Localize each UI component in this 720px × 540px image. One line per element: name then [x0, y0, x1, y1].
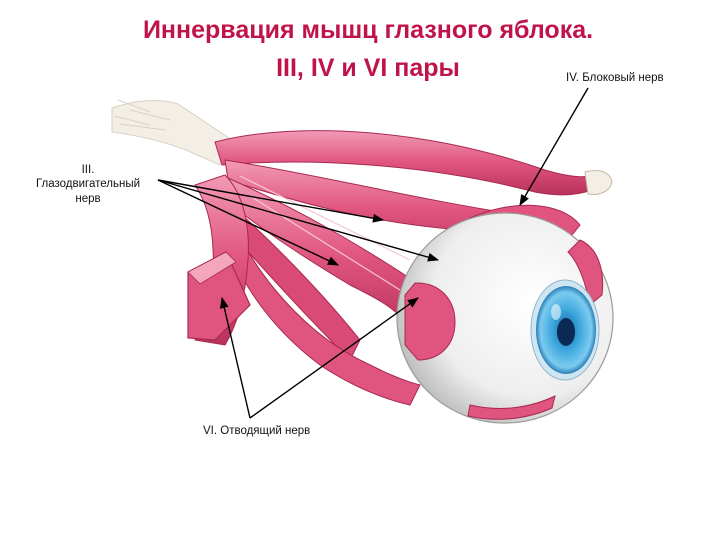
medial-rectus-cut [188, 175, 250, 345]
oculomotor-label-line1: III. [22, 163, 154, 177]
oculomotor-nerve-label: III. Глазодвигательный нерв [22, 163, 154, 206]
pupil [557, 318, 575, 346]
oculomotor-label-line2: Глазодвигательный [22, 177, 154, 191]
oculomotor-label-line3: нерв [22, 192, 154, 206]
eyeball [397, 213, 613, 423]
tendon-apex [112, 100, 232, 165]
abducens-nerve-label: VI. Отводящий нерв [203, 424, 310, 438]
trochlear-nerve-label: IV. Блоковый нерв [566, 71, 664, 85]
